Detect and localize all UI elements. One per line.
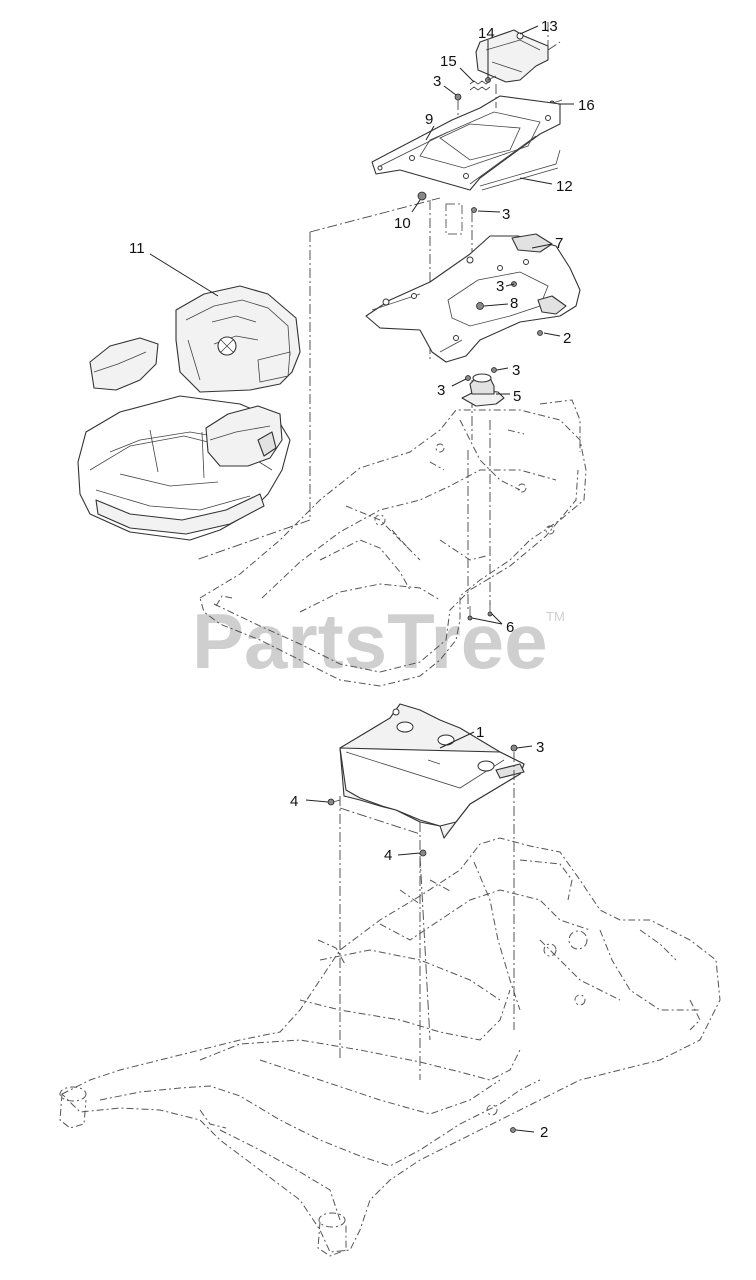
part-6-studs[interactable]: [467, 602, 493, 621]
part-1-cover-plate[interactable]: [339, 703, 525, 839]
part-8-washer[interactable]: [476, 302, 484, 310]
callout-15: 15: [440, 53, 457, 70]
watermark-text: PartsTree: [192, 597, 548, 685]
upper-frame-assembly: [199, 399, 587, 687]
part-7-seat-base-plate[interactable]: [365, 233, 581, 363]
callout-16: 16: [578, 97, 595, 114]
part-4-bolt-front[interactable]: [419, 849, 427, 857]
callout-6: 6: [506, 619, 514, 636]
callout-13: 13: [541, 18, 558, 35]
leader-lines: [149, 25, 574, 1133]
callout-14: 14: [478, 25, 495, 42]
callout-4: 4: [290, 793, 298, 810]
callout-12: 12: [556, 178, 573, 195]
watermark: PartsTree TM: [192, 597, 565, 685]
callout-3: 3: [536, 739, 544, 756]
callout-5: 5: [513, 388, 521, 405]
watermark-trademark: TM: [546, 609, 565, 624]
callout-3: 3: [496, 278, 504, 295]
callout-4: 4: [384, 847, 392, 864]
part-9-seat-rail-plate[interactable]: [371, 95, 561, 191]
callout-10: 10: [394, 215, 411, 232]
part-4-bolt-left[interactable]: [327, 798, 341, 806]
part-11-seat[interactable]: [77, 285, 301, 541]
callout-3: 3: [437, 382, 445, 399]
part-2-screw-lower[interactable]: [510, 1127, 516, 1133]
callout-3: 3: [512, 362, 520, 379]
alignment-lines-lower: [339, 752, 515, 1080]
callout-11: 11: [129, 240, 145, 257]
callout-3: 3: [433, 73, 441, 90]
callout-2: 2: [563, 330, 571, 347]
part-14-bolt[interactable]: [485, 75, 497, 83]
callout-labels: 13 14 15 3 16 9 12 10 3 11 7 3 8 2 3 3 5…: [129, 18, 595, 1141]
callout-2: 2: [540, 1124, 548, 1141]
part-10-knob[interactable]: [417, 191, 427, 201]
callout-7: 7: [555, 235, 563, 252]
lower-main-frame: [59, 837, 721, 1257]
callout-8: 8: [510, 295, 518, 312]
part-3-nut-plate[interactable]: [471, 207, 477, 213]
part-3-nut-cover[interactable]: [510, 744, 518, 752]
part-3-nut-isolator-right[interactable]: [491, 367, 497, 373]
callout-9: 9: [425, 111, 433, 128]
part-3-nut-isolator-left[interactable]: [465, 375, 471, 381]
part-2-screw-upper[interactable]: [537, 330, 543, 336]
part-5-isolator[interactable]: [461, 373, 505, 407]
part-13-bracket[interactable]: [475, 29, 549, 83]
callout-3: 3: [502, 206, 510, 223]
part-12-rod[interactable]: [479, 149, 561, 191]
callout-1: 1: [476, 724, 484, 741]
